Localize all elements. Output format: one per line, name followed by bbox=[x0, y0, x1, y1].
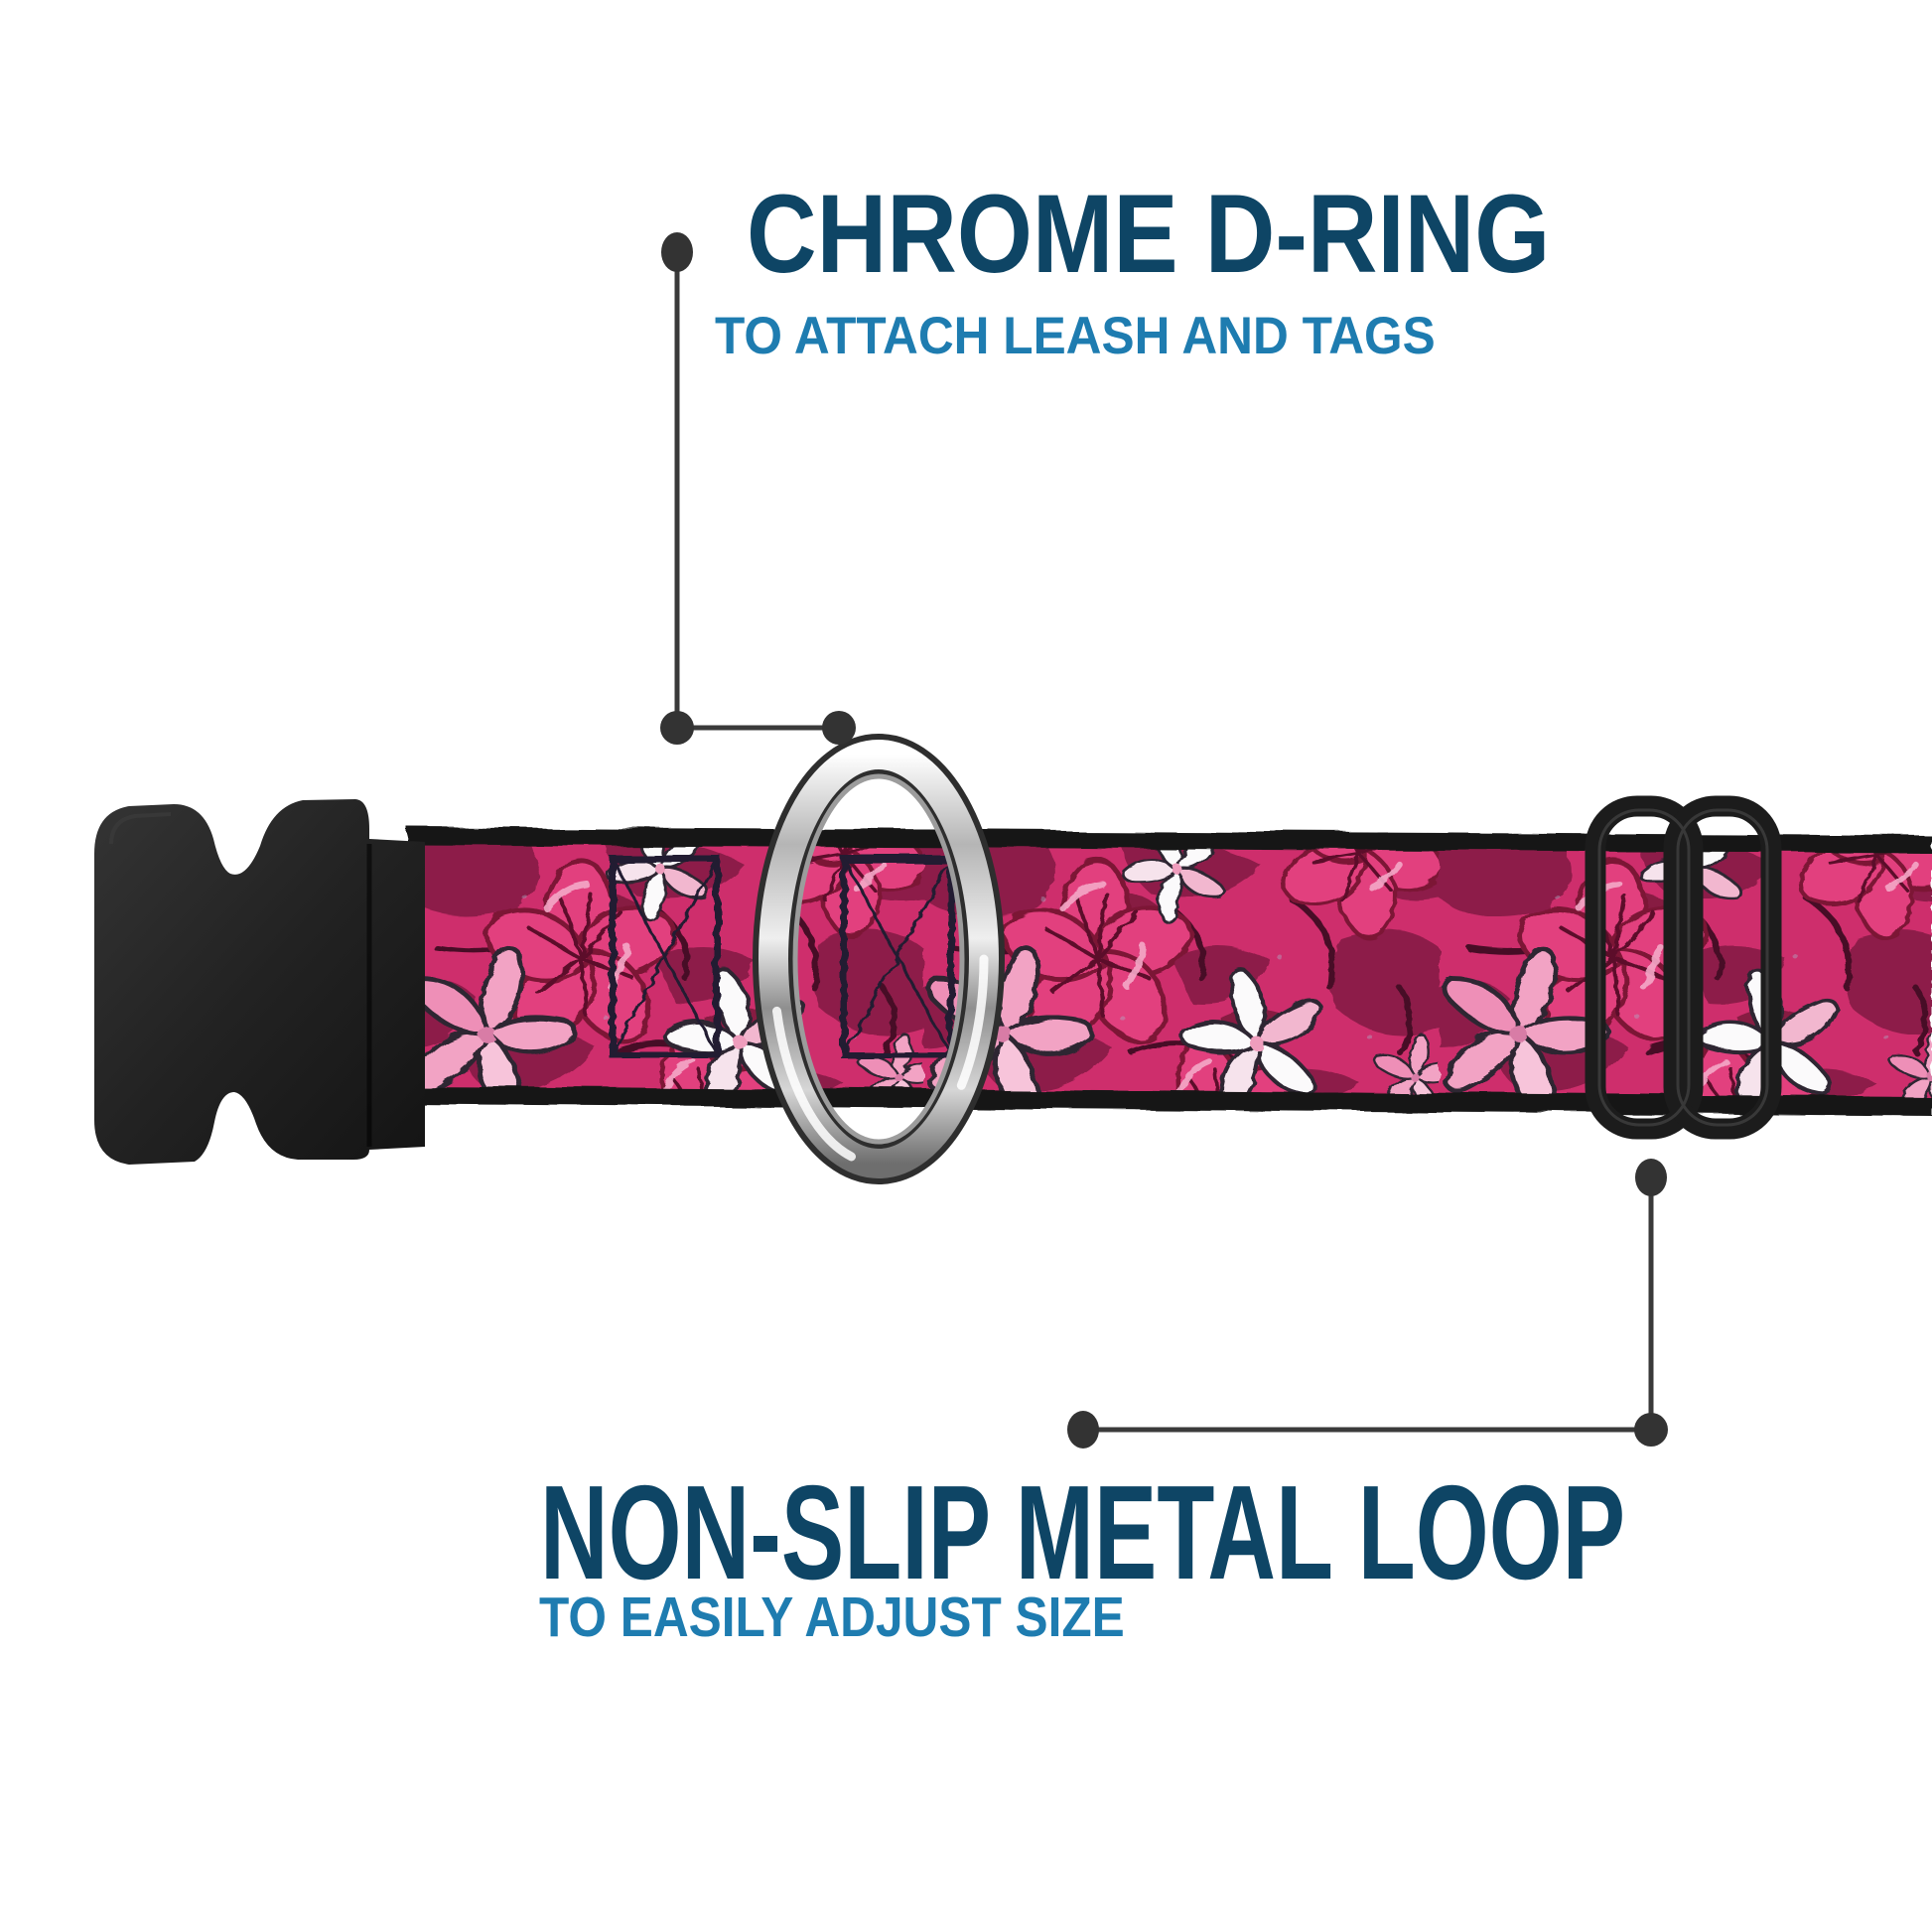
top-callout bbox=[660, 232, 856, 745]
callout-dot-icon bbox=[1635, 1159, 1667, 1196]
bottom-callout bbox=[1067, 1159, 1668, 1449]
webbing-strap-icon bbox=[407, 827, 1932, 1116]
callout-dot-icon bbox=[660, 711, 694, 745]
callout-dot-icon bbox=[661, 232, 693, 272]
buckle-icon bbox=[94, 799, 425, 1165]
callout-dot-icon bbox=[1634, 1413, 1668, 1447]
callout-dot-icon bbox=[822, 711, 856, 745]
d-ring-icon bbox=[753, 734, 1005, 1184]
bottom-callout-title: NON-SLIP METAL LOOP bbox=[540, 1457, 1626, 1607]
bottom-callout-subtitle: TO EASILY ADJUST SIZE bbox=[539, 1586, 1125, 1649]
top-callout-title: CHROME D-RING bbox=[747, 172, 1551, 296]
stitch-box bbox=[609, 855, 955, 1058]
tri-glide-loop-icon bbox=[1585, 795, 1782, 1140]
callout-dot-icon bbox=[1067, 1411, 1099, 1449]
top-callout-subtitle: TO ATTACH LEASH AND TAGS bbox=[715, 307, 1436, 365]
